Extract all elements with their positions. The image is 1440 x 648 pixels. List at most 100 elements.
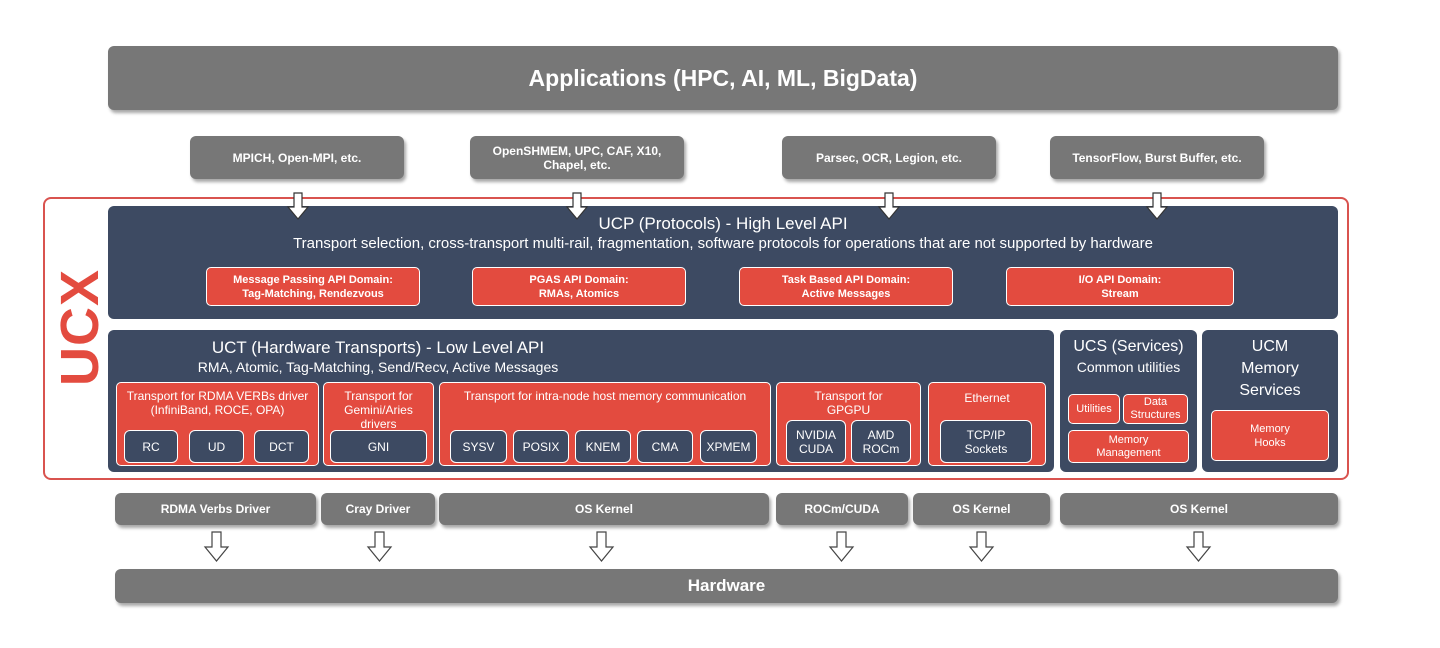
- uct-subtitle: RMA, Atomic, Tag-Matching, Send/Recv, Ac…: [197, 359, 559, 375]
- hardware-bar: Hardware: [115, 569, 1338, 603]
- driver-label: OS Kernel: [952, 502, 1011, 516]
- driver-label: OS Kernel: [574, 502, 634, 516]
- chip-label: Sockets: [964, 441, 1008, 456]
- ucm-memory-hooks-label: Hooks: [1254, 436, 1286, 449]
- transport-chip-xpmem: XPMEM: [700, 430, 757, 463]
- chip-label: TCP/IP: [966, 427, 1006, 442]
- transport-chip-cuda: NVIDIA CUDA: [786, 420, 846, 463]
- transport-gemini-title: Transport for: [344, 389, 413, 403]
- down-arrow-icon: [286, 192, 310, 220]
- transport-ethernet-title: Ethernet: [964, 391, 1010, 405]
- framework-pgas: OpenSHMEM, UPC, CAF, X10, Chapel, etc.: [470, 136, 684, 179]
- transport-chip-rc: RC: [124, 430, 178, 463]
- ucs-utilities: Utilities: [1068, 394, 1120, 424]
- ucp-domain-label: Task Based API Domain:: [781, 273, 911, 286]
- driver-rdma-verbs: RDMA Verbs Driver: [115, 493, 316, 525]
- ucp-domain-detail: Tag-Matching, Rendezvous: [242, 287, 384, 300]
- chip-label: CMA: [651, 439, 679, 454]
- ucx-label: UCX: [50, 269, 110, 386]
- ucm-memory-hooks: Memory Hooks: [1211, 410, 1329, 461]
- chip-label: ROCm: [862, 441, 900, 456]
- down-arrow-icon: [968, 531, 995, 562]
- ucp-domain-label: Message Passing API Domain:: [233, 273, 393, 286]
- chip-label: POSIX: [522, 439, 560, 454]
- transport-intranode-title: Transport for intra-node host memory com…: [463, 389, 747, 403]
- chip-label: CUDA: [798, 441, 833, 456]
- ucm-title-line3: Services: [1239, 382, 1301, 399]
- driver-label: OS Kernel: [1169, 502, 1229, 516]
- transport-chip-ud: UD: [189, 430, 244, 463]
- framework-task: Parsec, OCR, Legion, etc.: [782, 136, 996, 179]
- transport-chip-knem: KNEM: [575, 430, 631, 463]
- transport-gpgpu-title: Transport for: [814, 389, 883, 403]
- ucp-domain-detail: RMAs, Atomics: [538, 287, 620, 300]
- transport-chip-posix: POSIX: [513, 430, 569, 463]
- ucm-memory-hooks-label: Memory: [1250, 422, 1290, 435]
- transport-chip-dct: DCT: [254, 430, 309, 463]
- chip-label: UD: [207, 439, 226, 454]
- chip-label: DCT: [269, 439, 294, 454]
- down-arrow-icon: [1185, 531, 1212, 562]
- driver-cray: Cray Driver: [321, 493, 435, 525]
- ucp-domain-io: I/O API Domain: Stream: [1006, 267, 1234, 306]
- framework-io: TensorFlow, Burst Buffer, etc.: [1050, 136, 1264, 179]
- chip-label: RC: [142, 439, 160, 454]
- chip-label: XPMEM: [706, 439, 751, 454]
- chip-label: KNEM: [585, 439, 621, 454]
- ucx-label-text: UCX: [50, 268, 110, 386]
- transport-chip-gni: GNI: [330, 430, 427, 463]
- transport-rdma-subtitle: (InfiniBand, ROCE, OPA): [150, 403, 285, 417]
- ucp-domain-label: PGAS API Domain:: [529, 273, 629, 286]
- driver-rocm-cuda: ROCm/CUDA: [776, 493, 908, 525]
- ucm-title-line2: Memory: [1241, 360, 1299, 377]
- transport-chip-sysv: SYSV: [450, 430, 507, 463]
- ucs-subtitle: Common utilities: [1076, 359, 1181, 375]
- transport-chip-rocm: AMD ROCm: [851, 420, 911, 463]
- driver-os-kernel-1: OS Kernel: [439, 493, 769, 525]
- ucs-memory-management-label: Memory: [1108, 433, 1149, 446]
- chip-label: GNI: [367, 439, 390, 454]
- down-arrow-icon: [877, 192, 901, 220]
- ucp-subtitle: Transport selection, cross-transport mul…: [293, 235, 1153, 252]
- down-arrow-icon: [1145, 192, 1169, 220]
- framework-mpi-label: MPICH, Open-MPI, etc.: [232, 150, 362, 165]
- driver-label: RDMA Verbs Driver: [160, 502, 271, 516]
- ucx-frame: [43, 197, 1349, 480]
- ucp-title: UCP (Protocols) - High Level API: [598, 214, 848, 233]
- framework-task-label: Parsec, OCR, Legion, etc.: [815, 150, 963, 165]
- driver-os-kernel-3: OS Kernel: [1060, 493, 1338, 525]
- transport-gpgpu-subtitle: GPGPU: [826, 403, 871, 417]
- ucs-memory-management: Memory Management: [1068, 430, 1189, 463]
- chip-label: NVIDIA: [795, 427, 836, 442]
- down-arrow-icon: [588, 531, 615, 562]
- down-arrow-icon: [828, 531, 855, 562]
- driver-label: Cray Driver: [345, 502, 411, 516]
- down-arrow-icon: [366, 531, 393, 562]
- uct-title: UCT (Hardware Transports) - Low Level AP…: [211, 338, 545, 357]
- ucp-domain-label: I/O API Domain:: [1078, 273, 1162, 286]
- ucm-title: UCM: [1251, 338, 1289, 355]
- driver-label: ROCm/CUDA: [804, 502, 880, 516]
- ucs-title: UCS (Services): [1073, 338, 1184, 355]
- ucp-domain-detail: Active Messages: [801, 287, 891, 300]
- transport-gemini-subtitle: Gemini/Aries: [344, 403, 413, 417]
- ucs-memory-management-label: Management: [1096, 446, 1161, 459]
- transport-chip-cma: CMA: [637, 430, 693, 463]
- ucs-data-structures: Data Structures: [1123, 394, 1188, 424]
- down-arrow-icon: [203, 531, 230, 562]
- ucs-data-structures-label: Data: [1143, 396, 1168, 408]
- ucs-utilities-label: Utilities: [1076, 403, 1112, 415]
- transport-gemini-drivers: drivers: [360, 417, 397, 431]
- ucp-domain-message-passing: Message Passing API Domain: Tag-Matching…: [206, 267, 420, 306]
- ucp-domain-pgas: PGAS API Domain: RMAs, Atomics: [472, 267, 686, 306]
- applications-label: Applications (HPC, AI, ML, BigData): [528, 64, 918, 91]
- ucs-data-structures-label: Structures: [1130, 409, 1181, 421]
- framework-mpi: MPICH, Open-MPI, etc.: [190, 136, 404, 179]
- framework-io-label: TensorFlow, Burst Buffer, etc.: [1072, 150, 1242, 165]
- ucp-domain-detail: Stream: [1101, 287, 1139, 300]
- applications-bar: Applications (HPC, AI, ML, BigData): [108, 46, 1338, 110]
- chip-label: AMD: [867, 427, 895, 442]
- chip-label: SYSV: [462, 439, 495, 454]
- transport-chip-tcp: TCP/IP Sockets: [940, 420, 1032, 463]
- down-arrow-icon: [565, 192, 589, 220]
